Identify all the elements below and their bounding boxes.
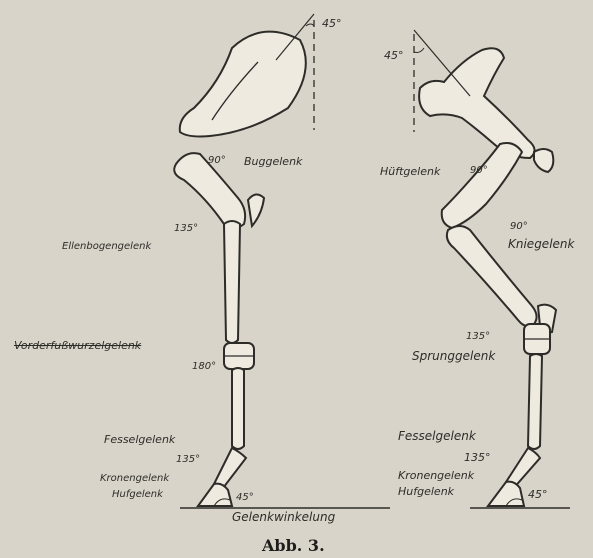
hind-pelvis-bone [419,48,534,158]
front-elbow-joint-label: Ellenbogengelenk [62,242,151,252]
front-elbow-angle-label: 135° [174,224,198,234]
hind-hoof-angle-label: 45° [528,489,548,500]
hind-stifle-angle-label: 90° [510,222,528,232]
hind-hoof-joint-label: Hufgelenk [398,486,454,497]
hind-stifle-joint-label: Kniegelenk [508,238,574,250]
front-hoof-bone [198,484,232,506]
front-shoulder-joint-label: Buggelenk [244,156,302,167]
front-hoof-joint-label: Hufgelenk [112,490,163,500]
hind-cannon-bone [528,354,542,449]
hind-coronet-joint-label: Kronengelenk [398,470,474,481]
hind-fetlock-angle-label: 135° [464,452,491,463]
front-hoof-angle-label: 45° [236,493,254,503]
front-radius-bone [224,221,240,343]
hind-top-angle-arc [414,48,424,53]
front-leg [174,32,306,506]
figure-caption: Abb. 3. [262,536,325,555]
front-top-angle-label: 45° [322,18,342,29]
front-olecranon-bone [248,194,264,226]
hind-hip-angle-label: 90° [470,166,488,176]
hind-femur-bone [442,143,522,228]
hind-hock-angle-label: 135° [466,332,490,342]
front-carpal-angle-label: 180° [192,362,216,372]
front-fetlock-angle-label: 135° [176,455,200,465]
figure-title: Gelenkwinkelung [232,511,335,523]
hind-top-angle-label: 45° [384,50,404,61]
front-fetlock-joint-label: Fesselgelenk [104,434,175,445]
hind-fetlock-joint-label: Fesselgelenk [398,430,476,442]
front-cannon-bone [232,368,244,449]
front-top-angle-arc [306,24,314,26]
hind-hoof-bone [488,482,524,506]
front-coronet-joint-label: Kronengelenk [100,474,169,484]
hind-hock-joint-label: Sprunggelenk [412,350,495,362]
hind-hip-joint-label: Hüftgelenk [380,166,440,177]
front-carpal-joint-label: Vorderfußwurzelgelenk [14,340,141,351]
front-shoulder-angle-label: 90° [208,156,226,166]
hind-ischium-bone [534,149,553,172]
